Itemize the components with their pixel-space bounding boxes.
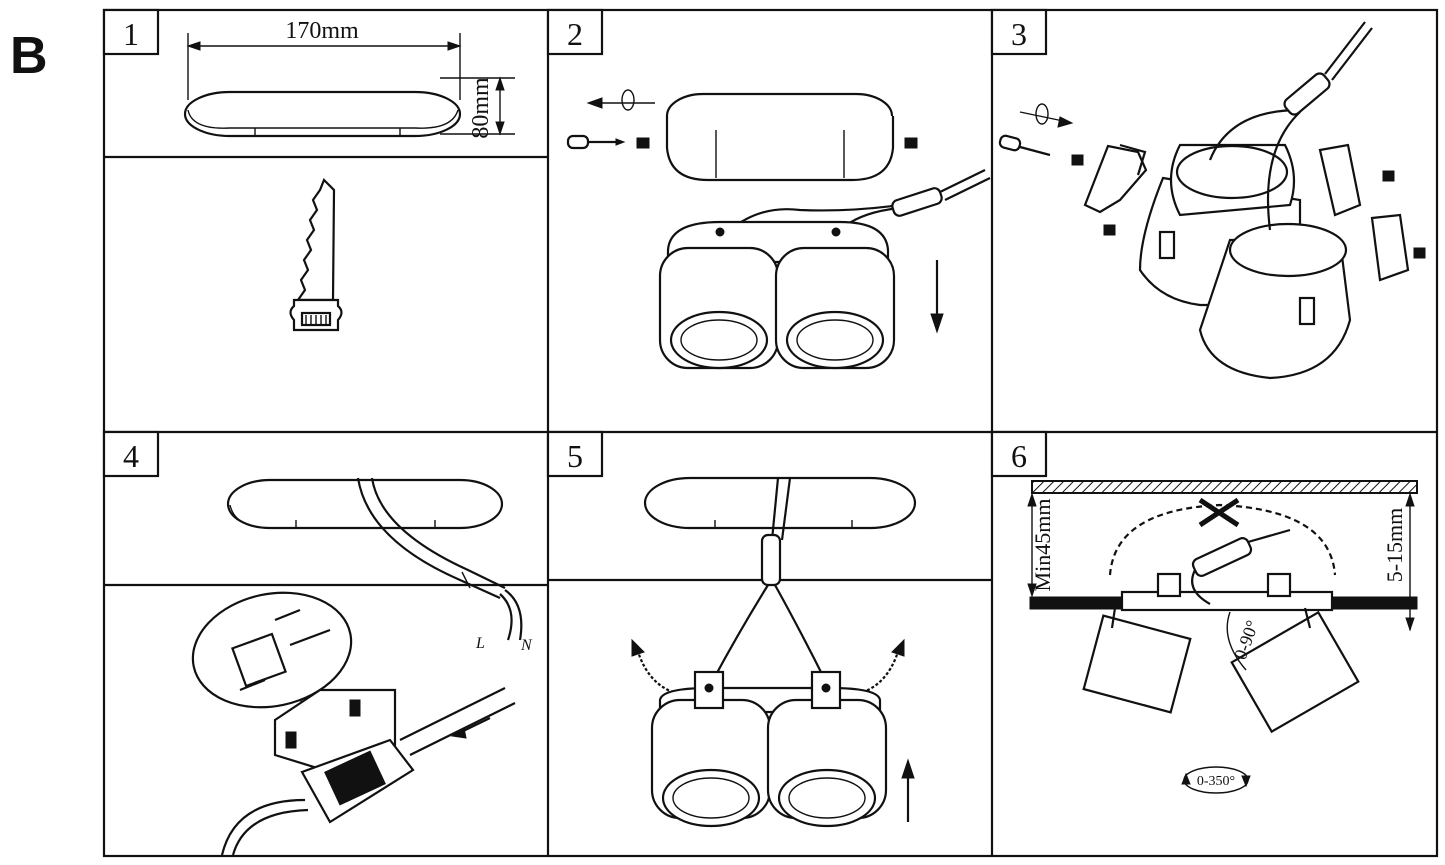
rotation-angle-label: 0-350° — [1197, 774, 1235, 789]
step4-cutout — [226, 478, 504, 530]
step-number-5: 5 — [546, 430, 604, 478]
svg-text:1: 1 — [123, 16, 139, 52]
svg-text:3: 3 — [1011, 16, 1027, 52]
saw-icon — [289, 178, 343, 332]
step3-fixture-body — [1138, 143, 1352, 380]
prohibited-cross-icon — [1198, 497, 1240, 528]
width-label: 170mm — [285, 18, 359, 44]
step2-down-arrow-icon — [930, 260, 944, 334]
step6-ceiling-panel — [1029, 590, 1418, 612]
step-number-4: 4 — [102, 430, 160, 478]
step1-width-dimension: 170mm — [186, 18, 462, 100]
step6-panel-dimension: 5-15mm — [1382, 492, 1415, 632]
ceiling-depth-label: Min45mm — [1030, 499, 1055, 592]
step-number-2: 2 — [546, 8, 604, 56]
step3-rotate-arrow-icon — [1019, 103, 1074, 128]
step5-double-spotlight — [650, 670, 888, 828]
step2-screwdriver-icon — [566, 134, 918, 150]
svg-text:5: 5 — [567, 438, 583, 474]
step4-output-cable — [220, 687, 516, 856]
step5-up-arrow-icon — [901, 758, 915, 822]
height-label: 80mm — [468, 77, 494, 139]
step4-junction-box — [273, 688, 415, 824]
step4-zoom-bubble — [191, 591, 381, 749]
step2-wire-connector — [729, 169, 991, 231]
panel-thickness-label: 5-15mm — [1382, 508, 1407, 583]
step4-mains-cable: L N — [356, 477, 533, 654]
step2-mounting-frame — [665, 92, 895, 182]
step-number-3: 3 — [990, 8, 1048, 56]
step6-ceiling-slab — [1031, 480, 1418, 494]
step3-spring-clips — [1083, 143, 1410, 282]
svg-text:4: 4 — [123, 438, 139, 474]
step3-wire-connector — [1208, 21, 1373, 231]
step5-cutout — [643, 476, 917, 530]
step-number-6: 6 — [990, 430, 1048, 478]
step3-screwdriver-icon — [998, 134, 1426, 259]
step2-double-spotlight — [658, 220, 896, 370]
svg-text:2: 2 — [567, 16, 583, 52]
step2-rotate-arrow-icon — [586, 89, 655, 111]
section-letter: B — [10, 27, 48, 85]
step6-coiled-wire — [1108, 503, 1337, 576]
step-number-1: 1 — [102, 8, 160, 56]
step1-height-dimension: 80mm — [440, 76, 515, 139]
neutral-wire-label: N — [520, 637, 533, 654]
step6-rotation-indicator: 0-350° — [1181, 766, 1251, 794]
svg-text:6: 6 — [1011, 438, 1027, 474]
step6-wire-connector — [1156, 528, 1292, 605]
step1-cutout — [183, 90, 462, 138]
live-wire-label: L — [475, 635, 485, 652]
step6-depth-dimension: Min45mm — [1027, 492, 1055, 598]
step6-tilted-spotlights: 0-90° — [1082, 607, 1360, 734]
